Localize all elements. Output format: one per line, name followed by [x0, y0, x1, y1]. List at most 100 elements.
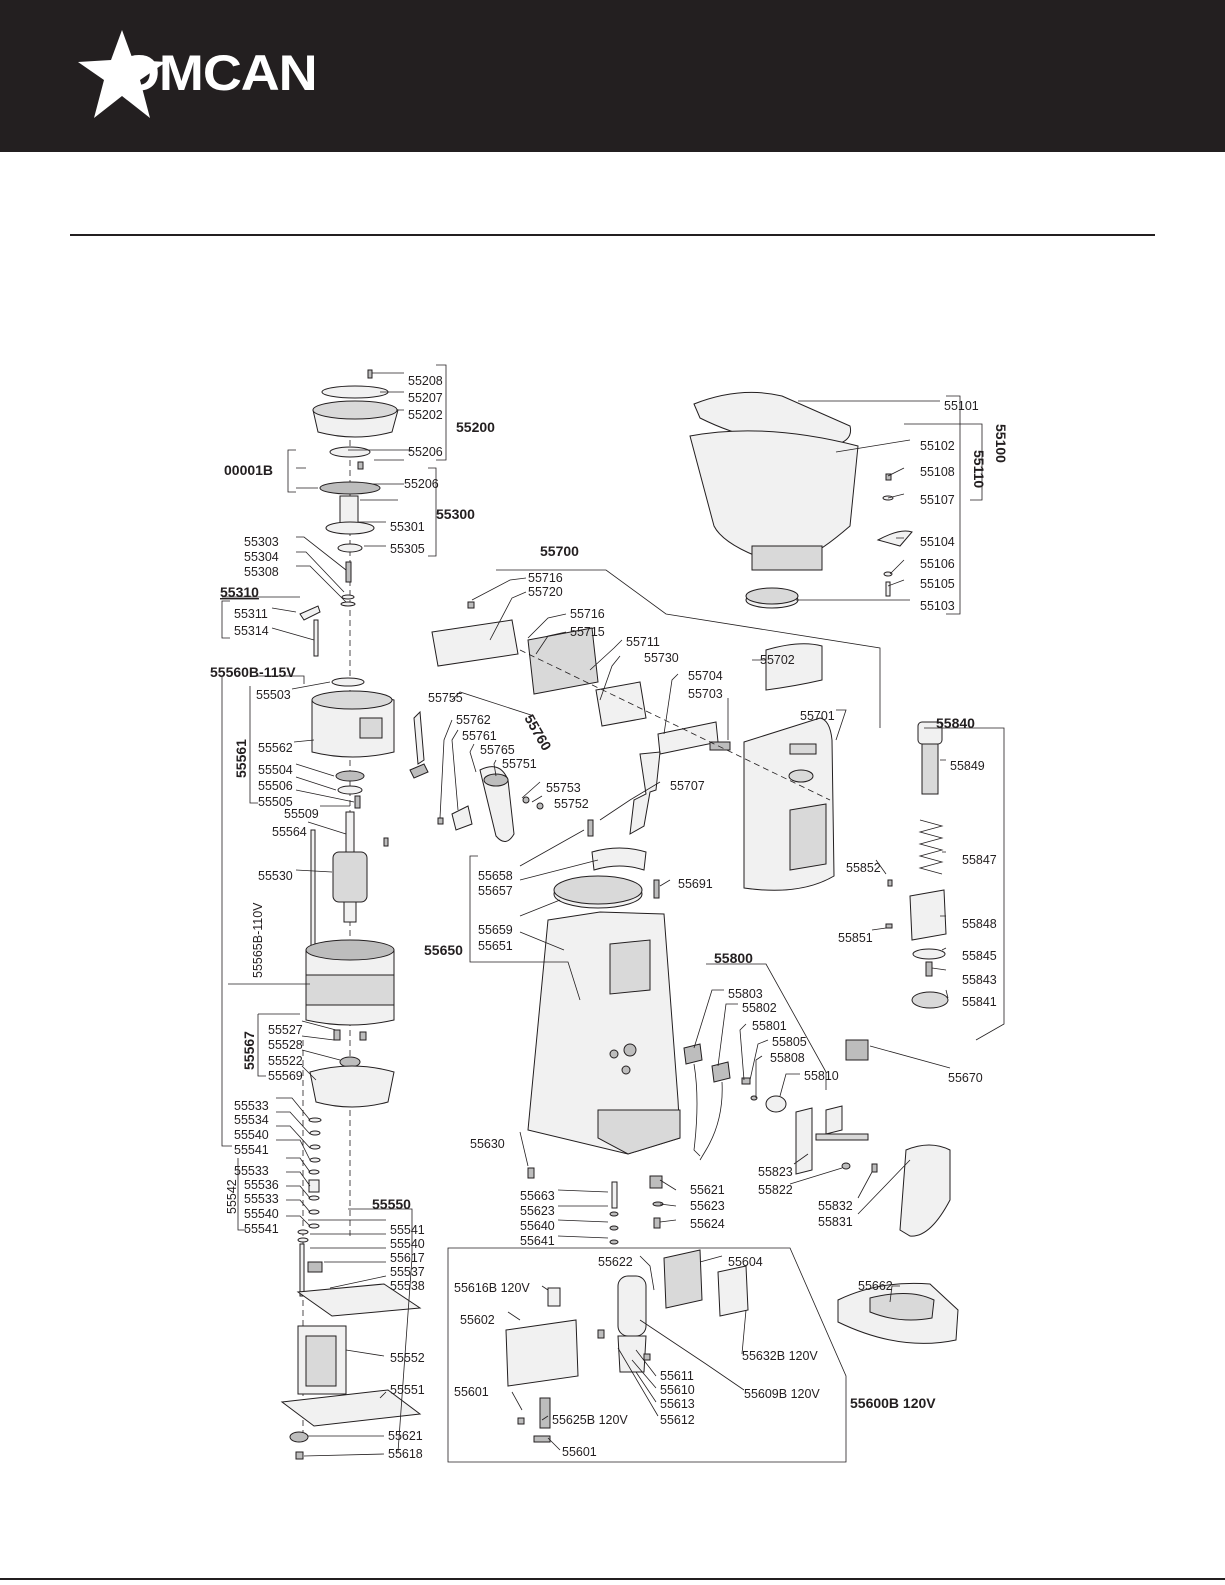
part-label: 55658: [478, 869, 513, 883]
fan-55522: [339, 1056, 361, 1068]
cam-55537: [307, 1261, 323, 1273]
part-label: 55670: [948, 1071, 983, 1085]
part-label: 55616B 120V: [454, 1281, 530, 1295]
board-55715: [527, 627, 599, 695]
part-label: 55208: [408, 374, 443, 388]
part-label: 55801: [752, 1019, 787, 1033]
control-panel-assembly: [431, 601, 835, 891]
part-label: 55822: [758, 1183, 793, 1197]
screw-55208: [367, 369, 373, 379]
part-label: 55602: [460, 1313, 495, 1327]
part-label: 55536: [244, 1178, 279, 1192]
bearing-55504: [335, 770, 365, 782]
group-55110: 55110: [971, 450, 987, 488]
star-logo-icon: [78, 30, 166, 118]
part-label: 55802: [742, 1001, 777, 1015]
part-label: 55540: [390, 1237, 425, 1251]
part-label: 55621: [388, 1429, 423, 1443]
part-label: 55691: [678, 877, 713, 891]
part-label: 55612: [660, 1413, 695, 1427]
part-label: 55630: [470, 1137, 505, 1151]
group-55700: 55700: [540, 543, 579, 559]
electronics-assembly: [505, 1167, 749, 1443]
part-label: 55613: [660, 1397, 695, 1411]
part-label: 55832: [818, 1199, 853, 1213]
switch-55670: [845, 1039, 869, 1061]
part-label: 55623: [690, 1199, 725, 1213]
part-label: 55810: [804, 1069, 839, 1083]
part-label: 55823: [758, 1165, 793, 1179]
part-label: 55311: [234, 607, 268, 621]
part-label: 55540: [244, 1207, 279, 1221]
part-label: 55618: [388, 1447, 423, 1461]
bracket-55823: [795, 1107, 813, 1175]
rotor-shaft-55564: [345, 811, 355, 853]
ring-55503: [331, 677, 365, 687]
part-label: 55540: [234, 1128, 269, 1142]
part-label: 55506: [258, 779, 293, 793]
knob-55810: [765, 1095, 787, 1113]
part-label: 55530: [258, 869, 293, 883]
part-label: 55641: [520, 1234, 555, 1248]
part-label: 55715: [570, 625, 605, 639]
part-number-labels: 55208 55207 55202 55206 55206 55301 5530…: [234, 374, 997, 1461]
header-bar: OMCAN: [0, 0, 1225, 152]
part-label: 55831: [818, 1215, 853, 1229]
part-label: 55533: [234, 1099, 269, 1113]
part-label: 55753: [546, 781, 581, 795]
part-label: 55730: [644, 651, 679, 665]
part-label: 55509: [284, 807, 319, 821]
rotor-55530: [332, 851, 368, 903]
part-label: 55503: [256, 688, 291, 702]
part-label: 55108: [920, 465, 955, 479]
board-55604: [663, 1249, 703, 1309]
lever-spring-55755: [413, 710, 425, 765]
part-label: 55538: [390, 1279, 425, 1293]
part-label: 55751: [502, 757, 537, 771]
pin-55314: [313, 619, 319, 657]
part-label: 55651: [478, 939, 513, 953]
part-label: 55752: [554, 797, 589, 811]
cover-55831: [899, 1144, 951, 1237]
part-label: 55305: [390, 542, 425, 556]
dosing-lever-assembly: [409, 710, 544, 842]
part-label: 55505: [258, 795, 293, 809]
part-label: 55805: [772, 1035, 807, 1049]
part-label: 55303: [244, 535, 279, 549]
part-label: 55106: [920, 557, 955, 571]
plate-55845: [912, 948, 946, 960]
part-label: 55762: [456, 713, 491, 727]
group-55561: 55561: [233, 739, 249, 778]
group-55567: 55567: [241, 1031, 257, 1070]
part-label: 55551: [390, 1383, 425, 1397]
part-label: 55206: [404, 477, 439, 491]
part-label: 55534: [234, 1113, 269, 1127]
lever-55311: [299, 605, 321, 621]
group-55760: 55760: [521, 712, 554, 754]
part-label: 55704: [688, 669, 723, 683]
part-label: 55808: [770, 1051, 805, 1065]
part-label: 55848: [962, 917, 997, 931]
part-label: 55522: [268, 1054, 303, 1068]
part-label: 55711: [626, 635, 660, 649]
label-55702: [765, 643, 823, 691]
part-label: 55845: [962, 949, 997, 963]
part-label: 55304: [244, 550, 279, 564]
part-label: 55103: [920, 599, 955, 613]
part-label: 55609B 120V: [744, 1387, 820, 1401]
part-label: 55617: [390, 1251, 425, 1265]
part-label: 55541: [234, 1143, 269, 1157]
part-label: 55105: [920, 577, 955, 591]
part-label: 55533: [244, 1192, 279, 1206]
washer-55305: [337, 543, 363, 553]
part-label: 55761: [462, 729, 497, 743]
part-label: 55716: [528, 571, 563, 585]
ring-55206: [329, 446, 371, 458]
component-55625B: [539, 1397, 551, 1429]
burr-55206: [319, 481, 381, 495]
part-label: 55541: [390, 1223, 425, 1237]
part-label: 55562: [258, 741, 293, 755]
part-label: 55314: [234, 624, 269, 638]
group-00001B: 00001B: [224, 462, 273, 478]
